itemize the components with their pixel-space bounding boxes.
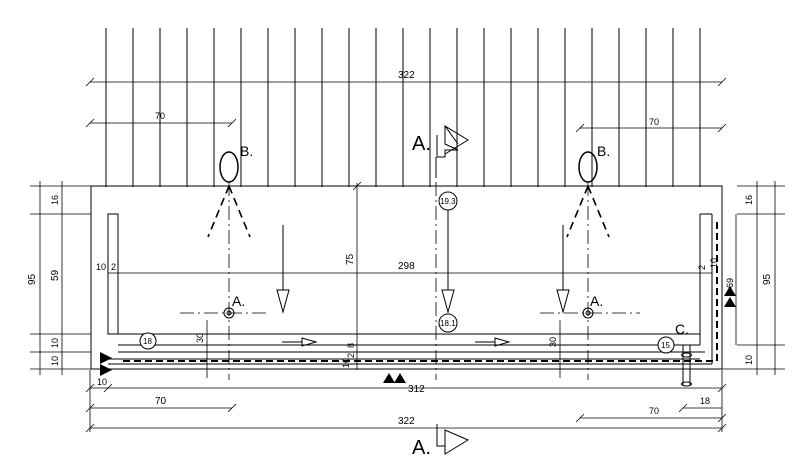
dim-bottom-70-left-label: 70 — [155, 396, 167, 407]
dim-bottom-312-label: 312 — [408, 384, 425, 395]
circle-18 — [139, 332, 157, 350]
support-triangles — [100, 286, 736, 383]
dim-inner-298-label: 298 — [398, 261, 415, 272]
dim-left-10c-label: 10 — [96, 262, 106, 272]
dim-left-10b-label: 10 — [50, 356, 60, 366]
dim-left-95-label: 95 — [27, 273, 38, 285]
circle-19-3-label: 19.3 — [440, 197, 456, 206]
dim-right-16-label: 16 — [744, 195, 754, 205]
dim-bottom-322-label: 322 — [398, 416, 415, 427]
point-label-a-left: A. — [232, 293, 245, 309]
rebar-lines — [105, 28, 701, 187]
anchor-a-left — [223, 307, 235, 319]
point-label-b-right: B. — [597, 143, 610, 159]
circle-19-3 — [438, 191, 458, 211]
dim-left-59-label: 59 — [50, 269, 61, 281]
right-arrows — [282, 337, 511, 347]
dim-right-2-label: 2 — [697, 265, 707, 270]
bolt-c — [681, 345, 692, 387]
dim-right-chain — [722, 181, 785, 375]
dim-30-lines — [206, 320, 561, 378]
dim-top-322 — [85, 77, 727, 87]
anchor-oval-left — [219, 151, 239, 183]
anchor-a-right — [582, 307, 594, 319]
center-lines — [180, 182, 640, 380]
dim-right-69-label: 69 — [725, 278, 735, 288]
anchor-oval-right — [578, 151, 598, 183]
dim-top-70-right — [575, 123, 727, 133]
dim-left-10a-label: 10 — [50, 338, 60, 348]
dim-right-10b-label: 10 — [709, 258, 719, 268]
circle-18-1-label: 18.1 — [440, 319, 456, 328]
dim-mid-30-label: 30 — [548, 337, 558, 347]
point-label-c: C. — [675, 321, 689, 337]
dim-top-70-left-label: 70 — [155, 111, 165, 121]
point-label-a-right: A. — [590, 293, 603, 309]
circle-15-label: 15 — [661, 341, 670, 350]
dim-left-16-label: 16 — [50, 195, 60, 205]
point-label-b-left: B. — [240, 143, 253, 159]
dim-height-75-label: 75 — [345, 253, 356, 265]
circle-15 — [657, 336, 675, 354]
down-arrows — [276, 208, 570, 314]
dim-bottom-chain — [85, 370, 727, 433]
dim-right-95-label: 95 — [762, 273, 773, 285]
dim-top-322-label: 322 — [398, 70, 415, 81]
dim-top-70-left — [85, 118, 237, 128]
dim-bottom-70-right-label: 70 — [649, 406, 659, 416]
chevron-dashed-right — [566, 185, 610, 238]
dim-bottom-18-label: 18 — [700, 396, 710, 406]
reinforcement-dashed — [123, 222, 718, 362]
wall-outline — [90, 185, 723, 370]
dim-top-70-right-label: 70 — [649, 117, 659, 127]
dim-mid-10-label: 10 — [341, 358, 351, 368]
dim-left-30-label: 30 — [195, 333, 205, 343]
circle-18-1 — [438, 313, 458, 333]
dim-mid-8-label: 8 — [346, 343, 356, 348]
dim-left-2-label: 2 — [111, 262, 116, 272]
section-marker-a-top — [435, 124, 469, 178]
dim-height-75 — [352, 181, 362, 370]
section-marker-a-bottom — [436, 424, 470, 455]
section-label-a-bottom: A. — [412, 437, 431, 459]
section-label-a-top: A. — [412, 133, 431, 155]
dim-mid-2-label: 2 — [346, 353, 356, 358]
dim-left-chain — [30, 181, 91, 375]
dim-right-10a-label: 10 — [744, 355, 754, 365]
chevron-dashed-left — [207, 185, 251, 238]
circle-18-label: 18 — [143, 337, 152, 346]
dim-bottom-10-label: 10 — [97, 377, 107, 387]
